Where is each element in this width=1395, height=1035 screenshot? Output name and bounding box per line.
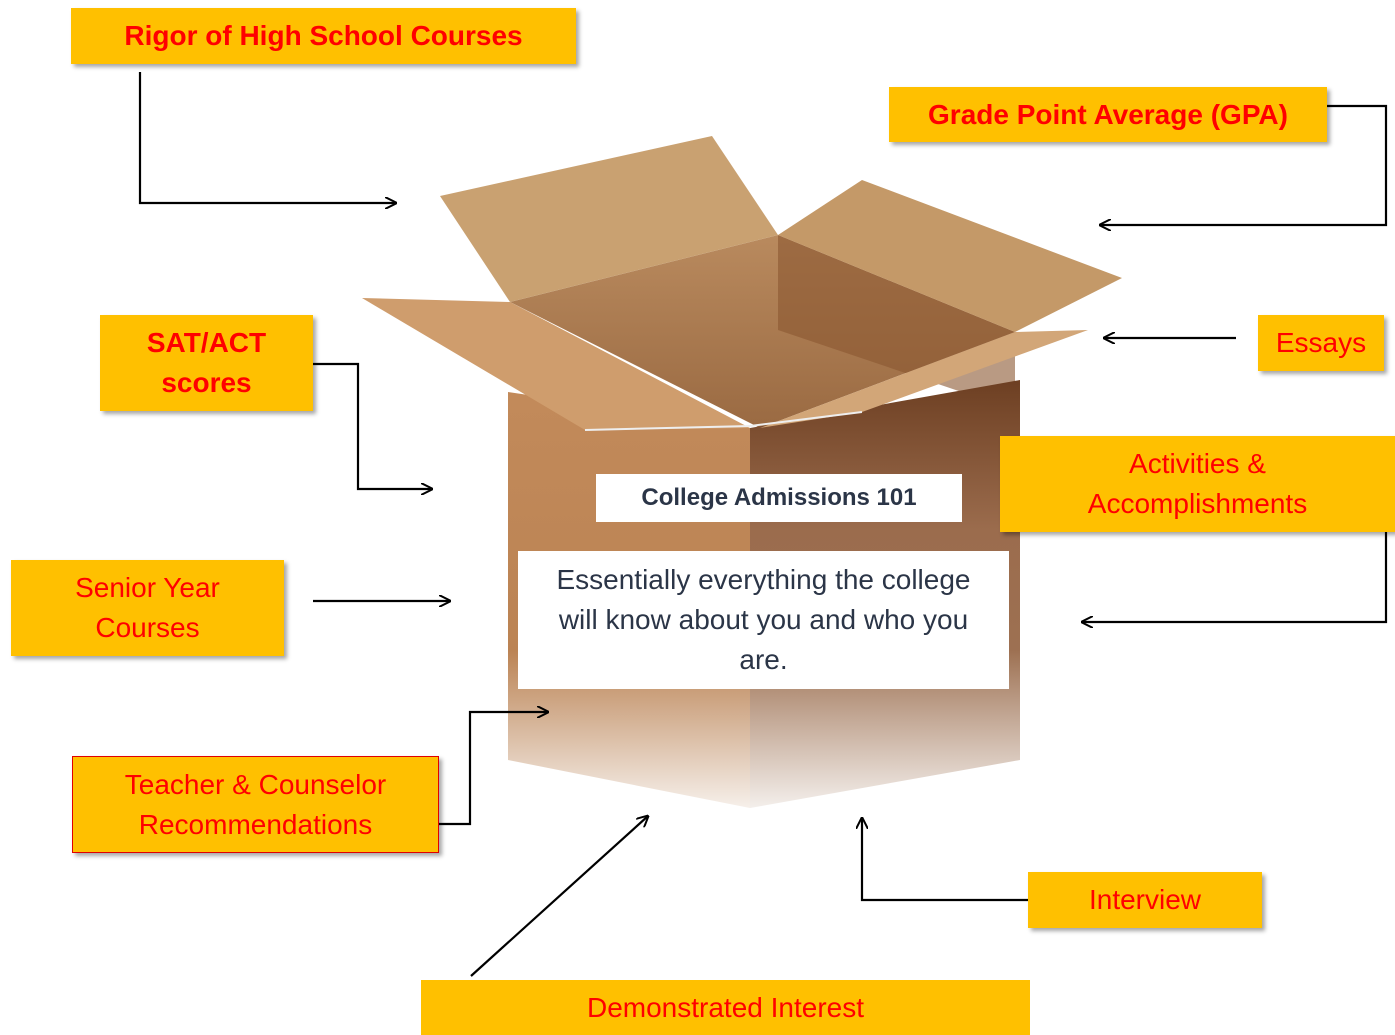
box-description: Essentially everything the college will …: [518, 551, 1009, 689]
box-back-right-flap: [778, 180, 1122, 332]
box-flap-edge-right: [749, 411, 863, 427]
arrow-sat: [284, 362, 432, 489]
label-essays: Essays: [1258, 315, 1384, 371]
label-grade-point-average: Grade Point Average (GPA): [889, 87, 1327, 142]
arrow-rigor: [138, 72, 396, 203]
arrow-activities: [1082, 510, 1388, 622]
arrow-interest: [470, 816, 648, 977]
label-sat-act-scores: SAT/ACT scores: [100, 315, 313, 411]
label-senior-year-courses: Senior Year Courses: [11, 560, 284, 656]
box-front-left-flap: [362, 298, 750, 430]
box-flap-edge: [584, 425, 751, 431]
label-demonstrated-interest: Demonstrated Interest: [421, 980, 1030, 1035]
label-activities-accomplishments: Activities & Accomplishments: [1000, 436, 1395, 532]
box-back-left-flap: [440, 136, 778, 302]
box-front-right-flap: [760, 330, 1088, 428]
box-title: College Admissions 101: [596, 474, 962, 522]
arrow-gpa: [1100, 104, 1388, 225]
label-teacher-counselor-recommendations: Teacher & Counselor Recommendations: [72, 756, 439, 853]
label-rigor-of-high-school-courses: Rigor of High School Courses: [71, 8, 576, 64]
label-interview: Interview: [1028, 872, 1262, 928]
arrow-interview: [862, 818, 1055, 902]
